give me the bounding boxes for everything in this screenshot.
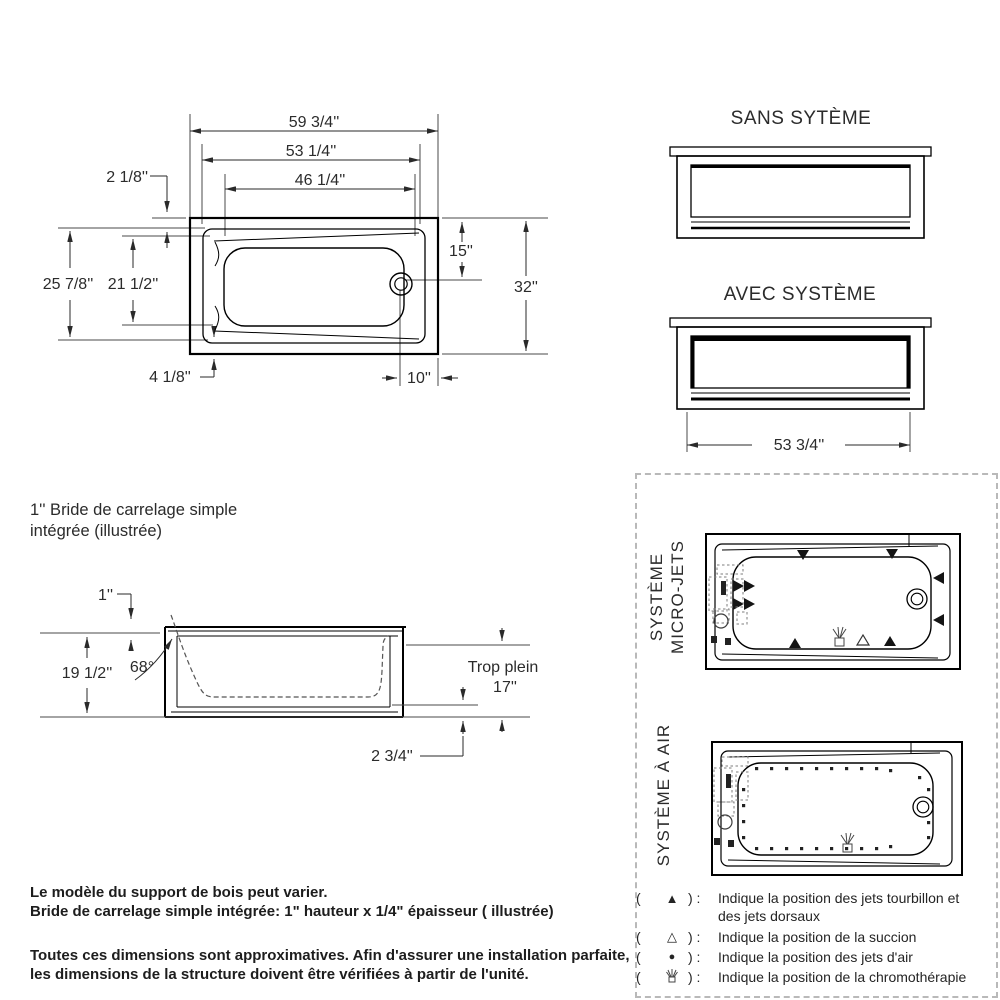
microjets-label-line2: MICRO-JETS xyxy=(668,540,687,654)
flange-spec-line: Bride de carrelage simple intégrée: 1" h… xyxy=(30,903,554,920)
dim-height: 19 1/2'' xyxy=(62,665,113,682)
drain-icon xyxy=(912,796,934,818)
dim-drain-offset: 10'' xyxy=(407,370,431,387)
disclaimer-line1: Toutes ces dimensions sont approximative… xyxy=(30,947,630,964)
air-jet-dot-icons xyxy=(742,767,931,851)
chromotherapy-icon xyxy=(832,626,847,647)
paren-close: ) : xyxy=(688,949,701,965)
legend-text: Indique la position des jets d'air xyxy=(718,949,913,965)
legend-row-whirlpool-line2: des jets dorsaux xyxy=(718,908,820,924)
base-width-dimension xyxy=(686,412,911,452)
air-tub-drawing xyxy=(711,741,963,876)
basin-profile-dashed xyxy=(170,614,389,698)
dim-base-gap: 2 3/4'' xyxy=(371,748,413,765)
dim-skirt-offset: 4 1/8'' xyxy=(149,369,191,386)
paren-open: ( xyxy=(636,929,641,945)
plan-tub-outline xyxy=(188,216,440,356)
dim-wall-angle: 68° xyxy=(130,659,154,676)
air-label-line: SYSTÈME À AIR xyxy=(654,723,673,867)
section-dimension-labels: 1'' 68° 19 1/2'' Trop plein 17'' 2 3/4'' xyxy=(62,587,539,765)
side-views-drawing: SANS SYTÈME AVEC SYSTÈME 53 3/4'' xyxy=(669,108,932,454)
with-system-title: AVEC SYSTÈME xyxy=(724,284,876,305)
disclaimer-notes: Toutes ces dimensions sont approximative… xyxy=(30,946,630,984)
microjets-pump-hardware xyxy=(708,564,748,645)
dim-base-width: 53 3/4'' xyxy=(774,437,825,454)
section-extension-lines xyxy=(40,632,530,718)
legend-text: des jets dorsaux xyxy=(718,908,820,924)
microjets-tub-drawing xyxy=(705,533,961,670)
side-view-with-system xyxy=(669,317,932,410)
legend-row-air-jets: ( ● ) : Indique la position des jets d'a… xyxy=(636,949,913,965)
suction-icon xyxy=(855,633,871,646)
dim-overflow-height: 17'' xyxy=(493,679,517,696)
section-view-drawing: 1'' 68° 19 1/2'' Trop plein 17'' 2 3/4'' xyxy=(40,587,539,765)
plan-view-drawing: 59 3/4'' 53 1/4'' 46 1/4'' 2 1/8'' 15'' … xyxy=(43,114,548,387)
air-pump-hardware xyxy=(713,756,749,847)
dim-drain-to-wall: 15'' xyxy=(449,243,473,260)
section-dimension-lines xyxy=(84,593,505,757)
plan-dimension-lines xyxy=(67,128,529,381)
support-notes: Le modèle du support de bois peut varier… xyxy=(30,883,554,921)
chromotherapy-icon xyxy=(656,967,688,986)
dim-basin-width: 46 1/4'' xyxy=(295,172,346,189)
section-tub-outline xyxy=(164,614,406,718)
filled-triangle-icon: ▲ xyxy=(665,890,679,906)
flange-note: 1'' Bride de carrelage simple intégrée (… xyxy=(30,500,237,542)
side-view-without-system xyxy=(669,146,932,239)
drain-icon xyxy=(906,588,928,610)
without-system-title: SANS SYTÈME xyxy=(731,108,872,129)
paren-open: ( xyxy=(636,949,641,965)
disclaimer-line2: les dimensions de la structure doivent ê… xyxy=(30,966,529,983)
dim-rim-depth: 25 7/8'' xyxy=(43,276,94,293)
dim-corner-offset: 2 1/8'' xyxy=(106,169,148,186)
systems-panel xyxy=(635,473,998,998)
flange-note-line2: intégrée (illustrée) xyxy=(30,522,163,540)
dim-rim-width: 53 1/4'' xyxy=(286,143,337,160)
legend-row-whirlpool: ( ▲ ) : Indique la position des jets tou… xyxy=(636,890,959,906)
dim-basin-depth: 21 1/2'' xyxy=(108,276,159,293)
paren-open: ( xyxy=(636,968,641,985)
open-triangle-icon: △ xyxy=(667,929,677,944)
dim-overall-width: 59 3/4'' xyxy=(289,114,340,131)
chromotherapy-icon xyxy=(840,832,855,853)
paren-open: ( xyxy=(636,890,641,906)
plan-dimension-labels: 59 3/4'' 53 1/4'' 46 1/4'' 2 1/8'' 15'' … xyxy=(43,114,538,387)
legend-text: Indique la position de la chromothérapie xyxy=(718,968,967,985)
legend-text: Indique la position des jets tourbillon … xyxy=(718,890,960,906)
legend-row-chromotherapy: ( ) : Indique la position de la chromoth… xyxy=(636,967,966,986)
filled-dot-icon: ● xyxy=(668,951,676,963)
drain-icon xyxy=(389,272,413,296)
paren-close: ) : xyxy=(688,890,701,906)
legend-text: Indique la position de la succion xyxy=(718,929,917,945)
microjets-label-line1: SYSTÈME xyxy=(647,552,666,642)
support-note-line: Le modèle du support de bois peut varier… xyxy=(30,884,328,901)
overflow-label: Trop plein xyxy=(468,659,539,676)
air-tub-outline xyxy=(711,741,963,876)
air-system-label: SYSTÈME À AIR xyxy=(653,715,675,875)
dim-flange-height: 1'' xyxy=(98,587,113,604)
paren-close: ) : xyxy=(688,929,701,945)
flange-note-line1: 1'' Bride de carrelage simple xyxy=(30,501,238,519)
legend-row-suction: ( △ ) : Indique la position de la succio… xyxy=(636,929,916,945)
microjets-system-label: SYSTÈME MICRO-JETS xyxy=(646,527,690,667)
paren-close: ) : xyxy=(688,968,701,985)
dim-overall-depth: 32'' xyxy=(514,279,538,296)
